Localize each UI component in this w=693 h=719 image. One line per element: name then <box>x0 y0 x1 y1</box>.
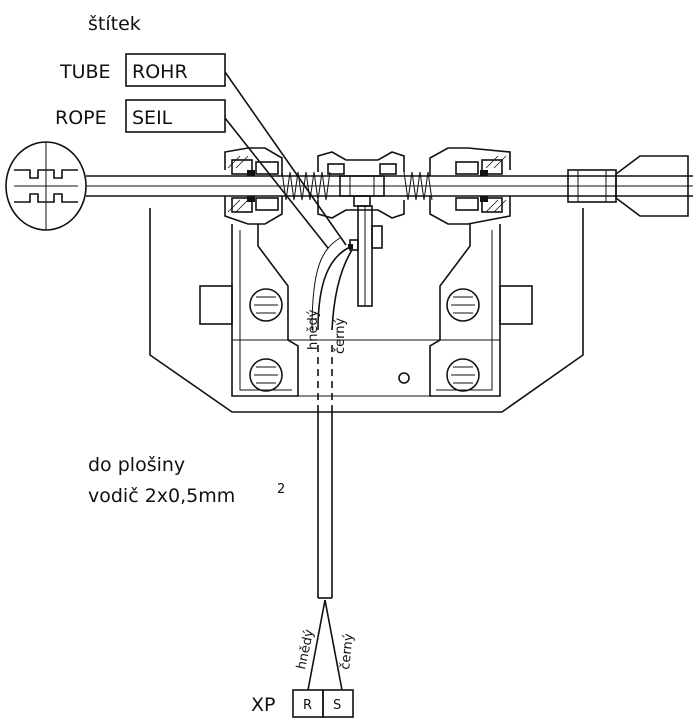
wire-spec-superscript: 2 <box>277 482 285 497</box>
tube-label-de: ROHR <box>132 61 188 83</box>
destination-label: do plošiny <box>88 454 185 476</box>
connector-pin-r: R <box>303 698 312 713</box>
wire-spec-label: vodič 2x0,5mm <box>88 485 235 507</box>
rope-leader-line <box>224 117 329 249</box>
base-plate <box>298 339 430 397</box>
rope-label-en: ROPE <box>55 107 107 129</box>
rope-cross-section-symbol <box>5 141 87 231</box>
cable <box>317 345 333 599</box>
bracket-outline <box>149 208 584 413</box>
left-clamp <box>224 147 283 225</box>
right-spring <box>403 171 433 201</box>
tube-label-en: TUBE <box>59 61 111 83</box>
brown-wire-lower <box>307 599 326 691</box>
tube-leader-line <box>224 71 347 246</box>
wire-guide <box>311 237 341 331</box>
connector-pin-s: S <box>333 698 341 713</box>
connector-pin-s-box <box>322 689 354 718</box>
left-mount-block <box>199 224 299 397</box>
plate-label: štítek <box>88 13 141 35</box>
wire-label-brown-top: hnědý <box>306 309 321 350</box>
brown-wire <box>317 247 349 331</box>
black-wire-lower <box>324 599 343 691</box>
rope-end-fitting <box>567 155 689 217</box>
rope-plate-box <box>125 99 226 133</box>
center-pulley-housing <box>317 151 405 219</box>
black-wire <box>331 249 353 331</box>
right-mount-block <box>429 224 533 397</box>
tube-plate-box <box>125 53 226 87</box>
left-spring <box>281 171 331 201</box>
wire-label-black-bottom: černý <box>338 633 357 671</box>
sensor-probe <box>348 195 383 307</box>
rope-tube <box>86 175 693 197</box>
right-clamp <box>429 147 511 225</box>
wire-label-brown-bottom: hnědý <box>294 628 317 671</box>
wire-label-black-top: černý <box>333 317 348 354</box>
rope-label-de: SEIL <box>132 107 173 129</box>
connector-label: XP <box>251 694 275 716</box>
